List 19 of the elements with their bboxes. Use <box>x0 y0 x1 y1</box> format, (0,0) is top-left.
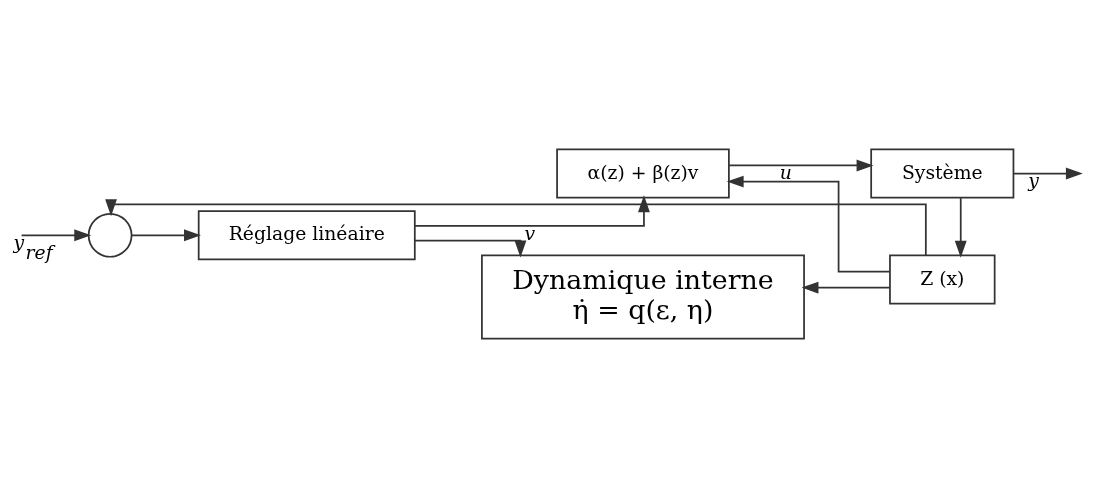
arrow <box>131 228 201 241</box>
edge-label: y <box>1028 169 1039 191</box>
arrow <box>1012 167 1083 179</box>
arrow <box>954 196 967 258</box>
arrow <box>413 194 650 227</box>
node-box: α(z) + β(z)v <box>556 148 730 199</box>
arrow <box>801 281 891 294</box>
node-box: Z (x) <box>889 254 996 305</box>
node-box: Dynamique interne η̇ = q(ε, η) <box>481 254 805 339</box>
arrow <box>414 239 527 257</box>
node-box: Réglage linéaire <box>197 209 416 260</box>
arrow <box>726 175 891 272</box>
node-box: Système <box>870 148 1015 199</box>
node-circle <box>87 212 133 258</box>
arrow <box>728 159 874 171</box>
arrow <box>105 198 927 256</box>
edge-label: v <box>524 222 536 244</box>
edge-label: u <box>779 161 792 183</box>
arrow <box>20 228 92 241</box>
